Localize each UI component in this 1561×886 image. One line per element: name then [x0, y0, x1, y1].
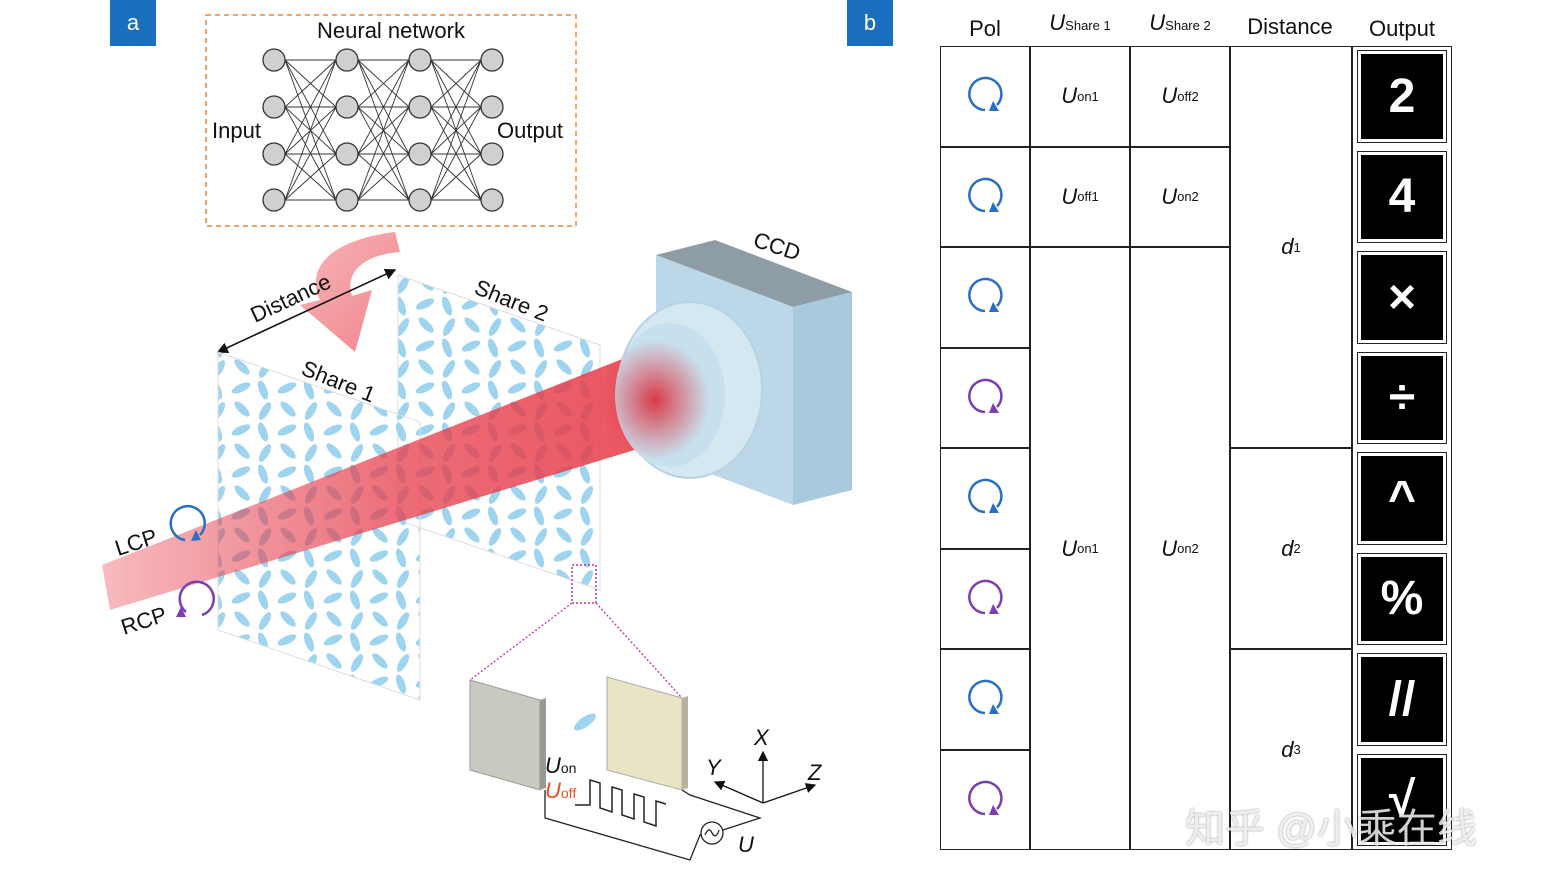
coordinate-axes: [713, 750, 817, 804]
pol-cell-lcp: [940, 448, 1030, 549]
pol-cell-lcp: [940, 146, 1030, 247]
rcp-circular-arrow-icon: [968, 378, 1003, 413]
pol-cell-rcp: [940, 749, 1030, 850]
nn-node: [262, 95, 286, 119]
nn-node: [480, 48, 504, 72]
rcp-circular-arrow-icon: [968, 780, 1003, 815]
nn-node: [480, 188, 504, 212]
output-symbol: ×: [1357, 251, 1447, 344]
header-output: Output: [1368, 16, 1436, 41]
laser-beam: [102, 352, 700, 610]
nn-node: [262, 48, 286, 72]
nn-node: [480, 142, 504, 166]
feedback-arrow: [300, 232, 400, 352]
header-share2: UShare 2: [1149, 10, 1211, 35]
zoom-box: [571, 564, 597, 604]
nn-node: [335, 188, 359, 212]
ccd-camera: CCD: [600, 227, 852, 505]
watermark: 知乎 @小乘在线: [1185, 807, 1477, 851]
pol-cell-lcp: [940, 46, 1030, 147]
nn-output-label: Output: [497, 118, 563, 143]
output-symbol: //: [1357, 653, 1447, 746]
header-distance: Distance: [1247, 14, 1333, 39]
lcp-circular-arrow-icon: [968, 277, 1003, 313]
output-symbol: √: [1357, 753, 1447, 846]
pol-cell-lcp: [940, 247, 1030, 348]
rcp-circular-arrow-icon: [176, 580, 215, 617]
nn-node: [335, 95, 359, 119]
pol-cell-lcp: [940, 649, 1030, 750]
neural-network-box: Neural network Input Output: [205, 14, 577, 227]
output-column-frame: [1352, 46, 1452, 850]
lcp-circular-arrow-icon: [968, 478, 1003, 514]
axis-x-label: X: [753, 725, 770, 750]
lcp-circular-arrow-icon: [968, 76, 1003, 112]
nn-node: [480, 95, 504, 119]
nn-node: [408, 48, 432, 72]
axis-z-label: Z: [807, 760, 823, 785]
nn-node: [335, 48, 359, 72]
u-label: U: [738, 832, 754, 857]
panel-a-figure: Neural network Input Output Distance Sha…: [102, 14, 852, 861]
output-symbol: ^: [1357, 452, 1447, 545]
u-on-label: Uon: [545, 753, 576, 778]
lcp-circular-arrow-icon: [968, 679, 1003, 715]
header-share1: UShare 1: [1049, 10, 1111, 35]
axis-y-label: Y: [706, 755, 722, 780]
pol-cell-rcp: [940, 347, 1030, 448]
lcp-circular-arrow-icon: [169, 504, 206, 542]
header-pol: Pol: [969, 16, 1001, 41]
lc-cell: [469, 676, 688, 791]
nn-node: [262, 188, 286, 212]
lcp-circular-arrow-icon: [968, 177, 1003, 212]
nn-node: [408, 142, 432, 166]
nn-input-label: Input: [212, 118, 261, 143]
output-symbol: 4: [1357, 150, 1447, 243]
output-symbol: ÷: [1357, 351, 1447, 444]
square-wave: [575, 778, 667, 828]
nn-title: Neural network: [317, 18, 466, 43]
panel-b-tag: b: [847, 0, 893, 46]
panel-a-tag: a: [110, 0, 156, 46]
rcp-label: RCP: [118, 602, 170, 640]
nn-node: [335, 142, 359, 166]
nn-node: [408, 95, 432, 119]
pol-cell-rcp: [940, 548, 1030, 649]
output-symbol: 2: [1357, 50, 1447, 143]
u-off-label: Uoff: [545, 778, 576, 803]
nn-node: [262, 142, 286, 166]
nn-node: [408, 188, 432, 212]
rcp-circular-arrow-icon: [968, 579, 1003, 614]
output-symbol: %: [1357, 552, 1447, 645]
